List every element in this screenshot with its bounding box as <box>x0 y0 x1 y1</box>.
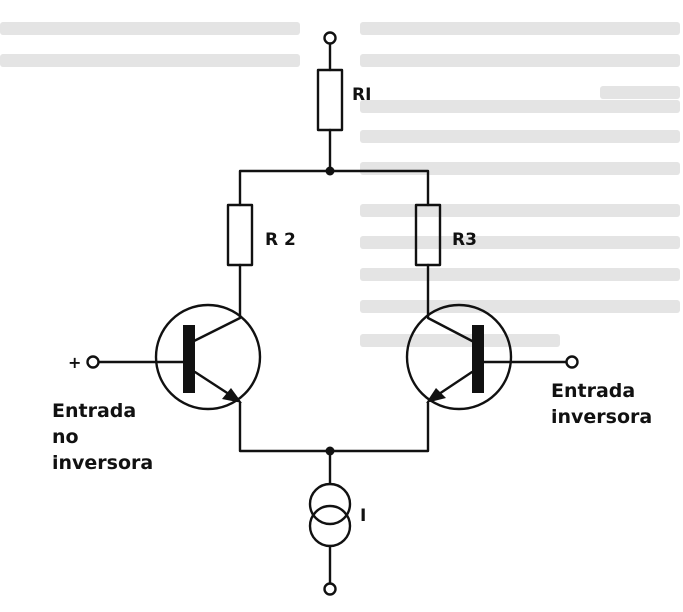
terminal-inverting-input <box>565 355 579 369</box>
top-terminal <box>323 31 337 45</box>
caption-left-line: inversora <box>52 452 154 474</box>
caption-left-line: Entrada <box>52 400 137 422</box>
wire-r3-to-q2-collector <box>426 263 476 344</box>
current-source <box>308 482 352 548</box>
label-r3: R3 <box>452 230 477 250</box>
caption-noninverting-input: Entrada no inversora <box>52 398 153 476</box>
resistor-r1 <box>316 68 344 132</box>
bottom-terminal <box>323 582 337 596</box>
label-r2: R 2 <box>265 230 296 250</box>
transistor-q2 <box>405 303 513 411</box>
terminal-noninverting-input <box>86 355 100 369</box>
wire-r2-to-q1-collector <box>190 263 242 344</box>
label-r1: RI <box>352 85 371 105</box>
wire-bottom-rail <box>238 401 430 453</box>
resistor-r3 <box>414 203 442 267</box>
resistor-r2 <box>226 203 254 267</box>
caption-left-line: no <box>52 426 79 448</box>
transistor-q1 <box>154 303 262 411</box>
caption-inverting-input: Entrada inversora <box>551 378 652 430</box>
label-plus: + <box>68 353 81 372</box>
caption-right-line: inversora <box>551 406 653 428</box>
label-current-source: I <box>360 506 366 526</box>
wire-top-rail <box>238 169 430 207</box>
caption-right-line: Entrada <box>551 380 636 402</box>
